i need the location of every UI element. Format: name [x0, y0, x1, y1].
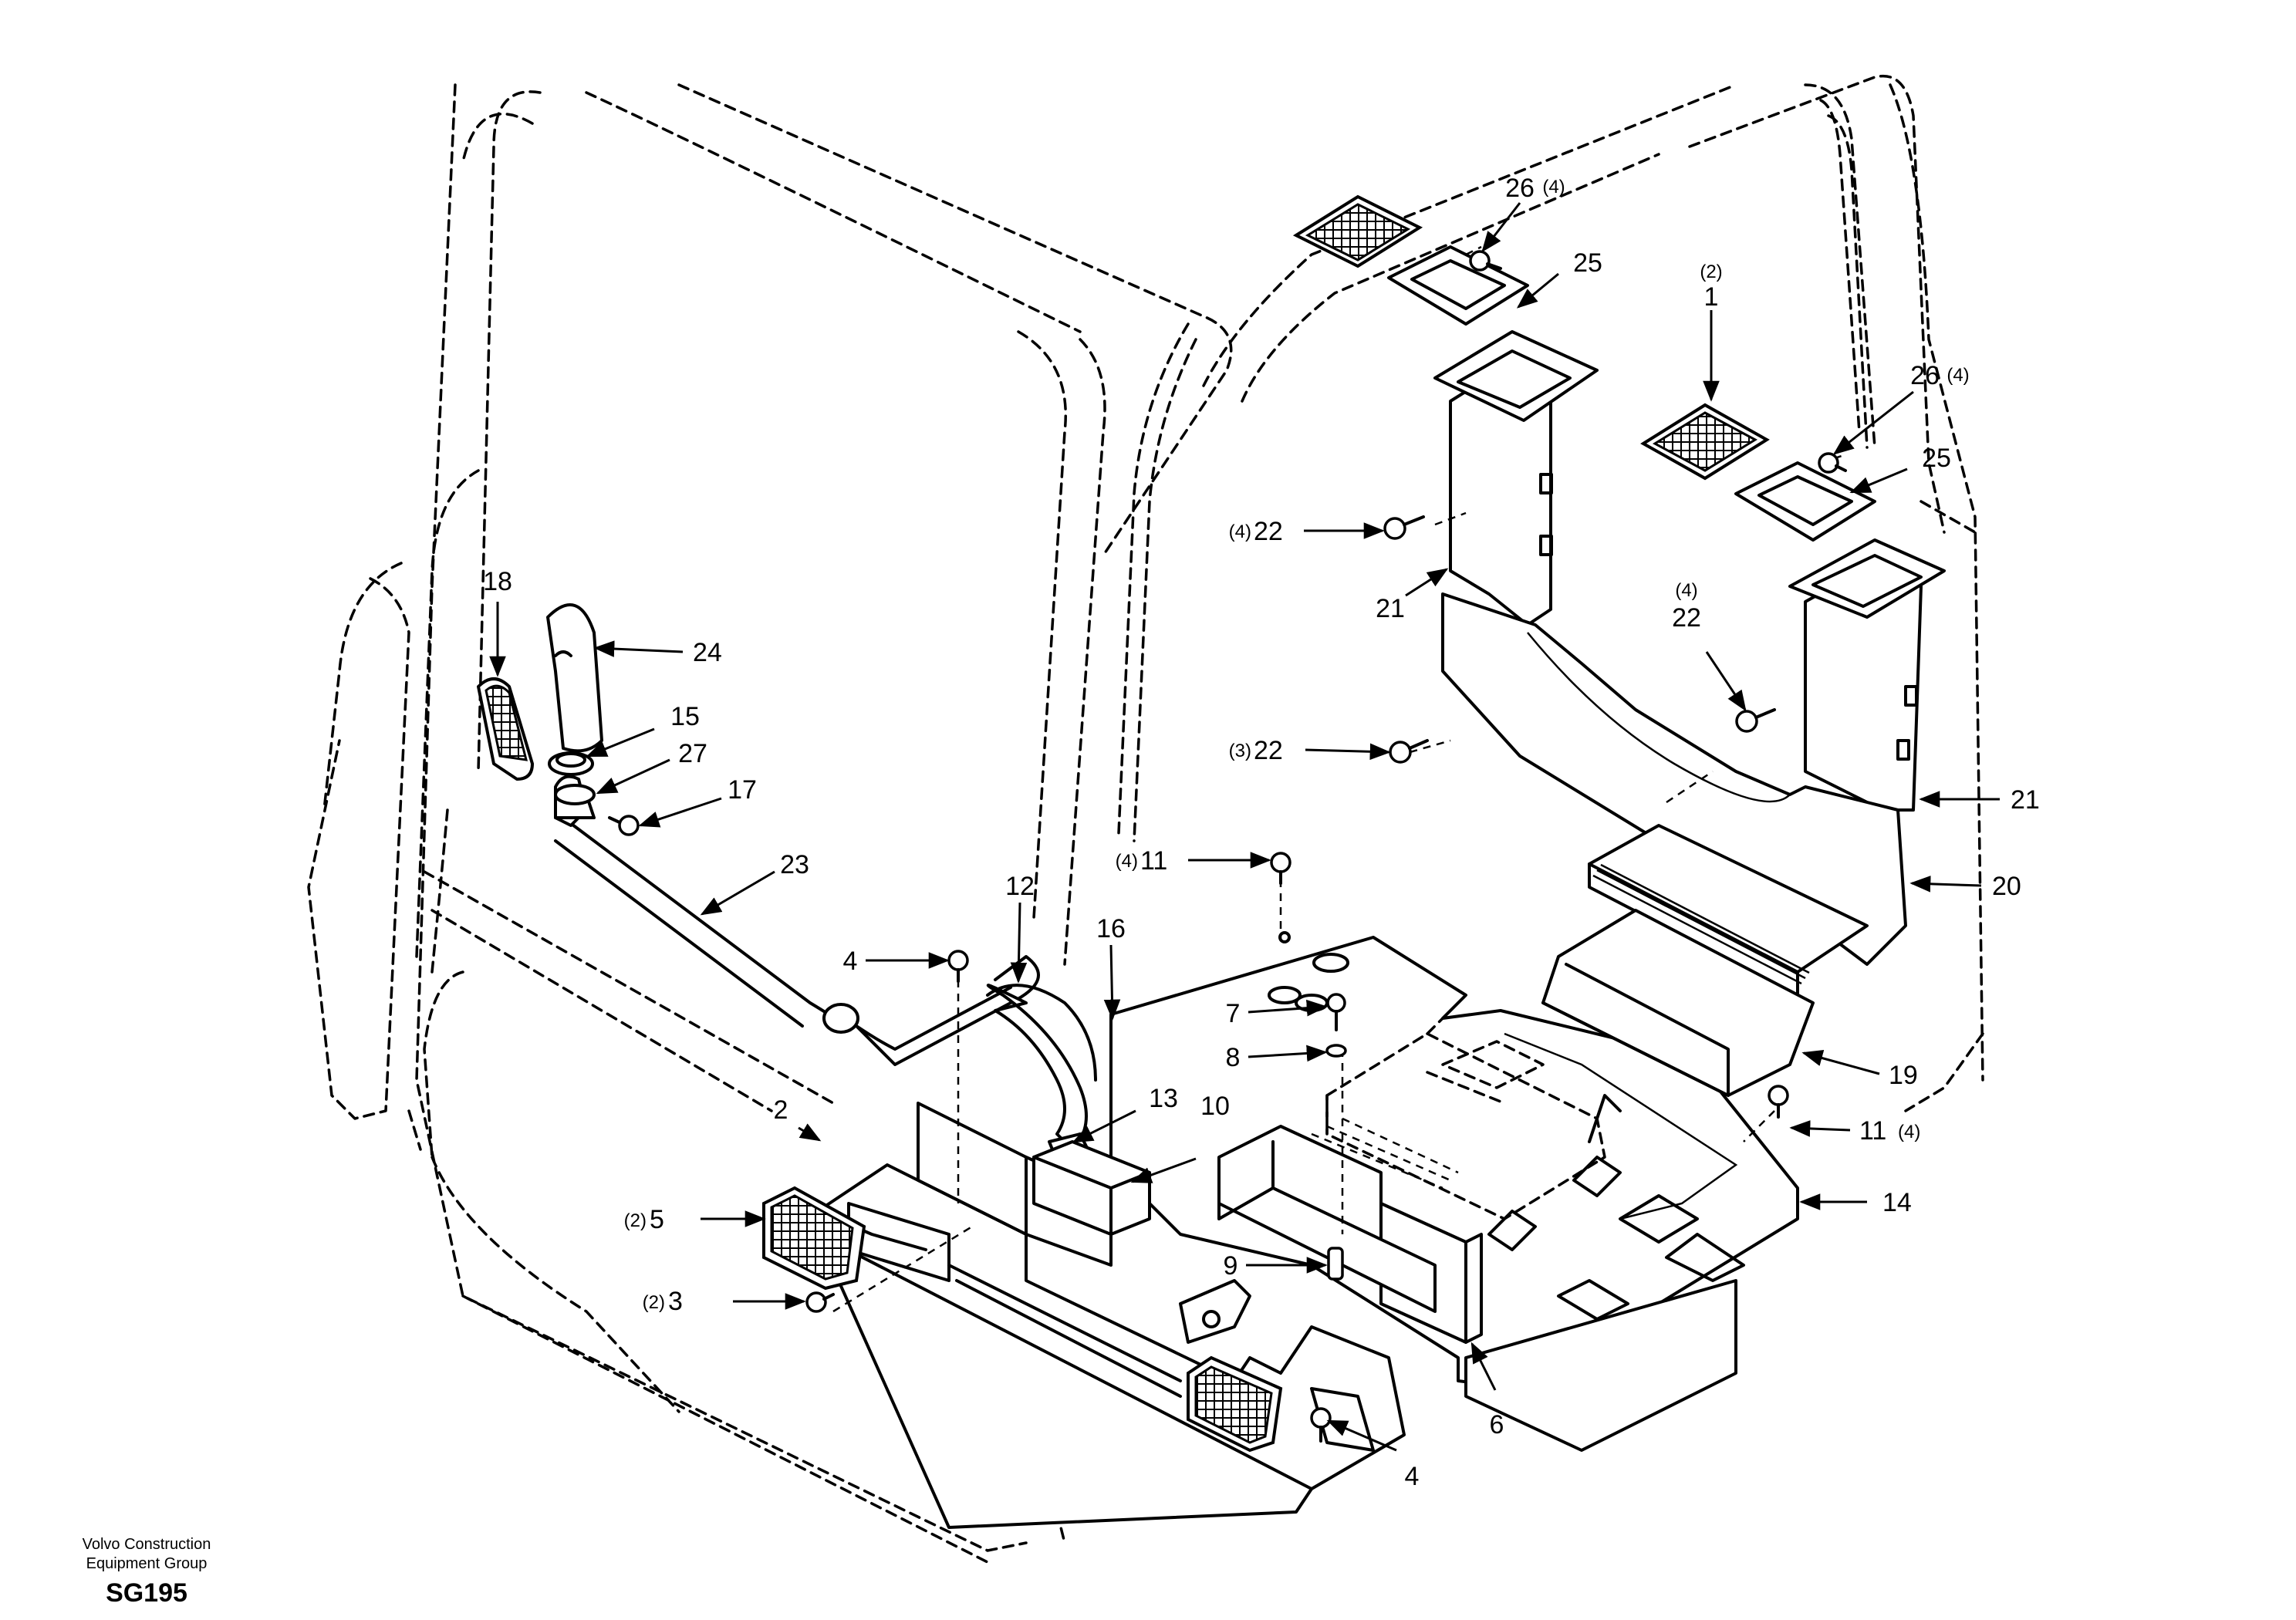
callout-24: 24 [693, 638, 722, 667]
dashed-box [1325, 1017, 1606, 1220]
callout-12: 12 [1005, 872, 1035, 901]
company-name-line1: Volvo Construction [82, 1536, 211, 1553]
callout-11-lower: 11 [1859, 1116, 1886, 1146]
bolt-11-upper [1270, 852, 1292, 885]
hoses [554, 775, 1151, 1236]
footer: Volvo Construction Equipment Group SG195 [54, 1535, 239, 1608]
callout-22-upper: 22 [1254, 517, 1283, 546]
bolt-7 [1326, 993, 1346, 1031]
pin-9 [1327, 1247, 1344, 1281]
diagram-code: SG195 [106, 1578, 187, 1608]
callout-22-middle-qty: (4) [1675, 580, 1697, 601]
fasteners [608, 250, 1847, 1443]
callout-25-upper: 25 [1573, 248, 1602, 278]
callout-22-upper-qty: (4) [1229, 521, 1251, 542]
callout-8: 8 [1226, 1043, 1241, 1072]
callout-leaders [489, 202, 2000, 1452]
callout-labels: (2) 1 2 (2) 3 4 4 (2) 5 6 7 8 9 10 (4) 1… [483, 174, 2040, 1491]
floor-plate-14 [1109, 931, 1799, 1452]
callout-16: 16 [1096, 914, 1126, 943]
callout-14: 14 [1882, 1188, 1912, 1217]
callout-11-upper-qty: (4) [1116, 851, 1138, 872]
bolt-3 [805, 1291, 835, 1313]
grilles-upper [1292, 194, 1876, 542]
bolt-22-upper [1383, 515, 1425, 540]
callout-22-lower: 22 [1254, 736, 1283, 765]
callout-10: 10 [1200, 1092, 1230, 1121]
cab-outline [307, 74, 1984, 1564]
callout-26-upper-qty: (4) [1542, 177, 1565, 197]
callout-27: 27 [678, 739, 707, 768]
heater-unit-2 [762, 1094, 1622, 1529]
vent-parts-left [477, 603, 603, 819]
callout-1: 1 [1704, 282, 1719, 312]
bolt-17 [608, 815, 640, 836]
callout-22-lower-qty: (3) [1229, 741, 1251, 761]
callout-26-lower-qty: (4) [1947, 365, 1969, 386]
callout-6: 6 [1490, 1410, 1504, 1439]
callout-21-right: 21 [2011, 785, 2040, 815]
callout-5: 5 [650, 1205, 664, 1234]
bolt-22-lower [1389, 739, 1429, 764]
callout-15: 15 [670, 702, 700, 731]
callout-1-qty: (2) [1700, 262, 1722, 282]
callout-21-left: 21 [1376, 594, 1405, 623]
callout-17: 17 [728, 775, 757, 805]
callout-25-lower: 25 [1922, 444, 1951, 473]
bolt-11-lower [1768, 1085, 1789, 1119]
callout-22-middle: 22 [1672, 603, 1701, 633]
callout-3: 3 [668, 1287, 683, 1316]
callout-7: 7 [1226, 999, 1241, 1028]
callout-3-qty: (2) [643, 1292, 665, 1313]
bolt-4-upper [947, 950, 969, 983]
callout-5-qty: (2) [624, 1210, 647, 1231]
bolt-22-middle [1735, 708, 1776, 733]
callout-2: 2 [774, 1095, 788, 1125]
callout-11-upper: 11 [1140, 846, 1167, 876]
callout-18: 18 [483, 567, 512, 596]
bolt-26-upper [1469, 250, 1502, 272]
washer-8 [1325, 1044, 1347, 1058]
callout-4-upper: 4 [843, 947, 858, 976]
callout-19: 19 [1889, 1061, 1918, 1090]
callout-20: 20 [1992, 872, 2021, 901]
duct-assembly [1433, 330, 1946, 1097]
bolt-26-lower [1818, 452, 1847, 474]
callout-4-lower: 4 [1405, 1462, 1420, 1491]
connector-lines [832, 245, 1845, 1313]
company-name-line2: Equipment Group [86, 1555, 208, 1572]
callout-26-upper: 26 [1505, 174, 1535, 203]
callout-11-lower-qty: (4) [1898, 1122, 1920, 1142]
callout-13: 13 [1149, 1084, 1178, 1113]
callout-26-lower: 26 [1910, 361, 1940, 390]
callout-9: 9 [1224, 1251, 1238, 1281]
callout-23: 23 [780, 850, 809, 879]
bolt-4-lower [1310, 1407, 1332, 1443]
